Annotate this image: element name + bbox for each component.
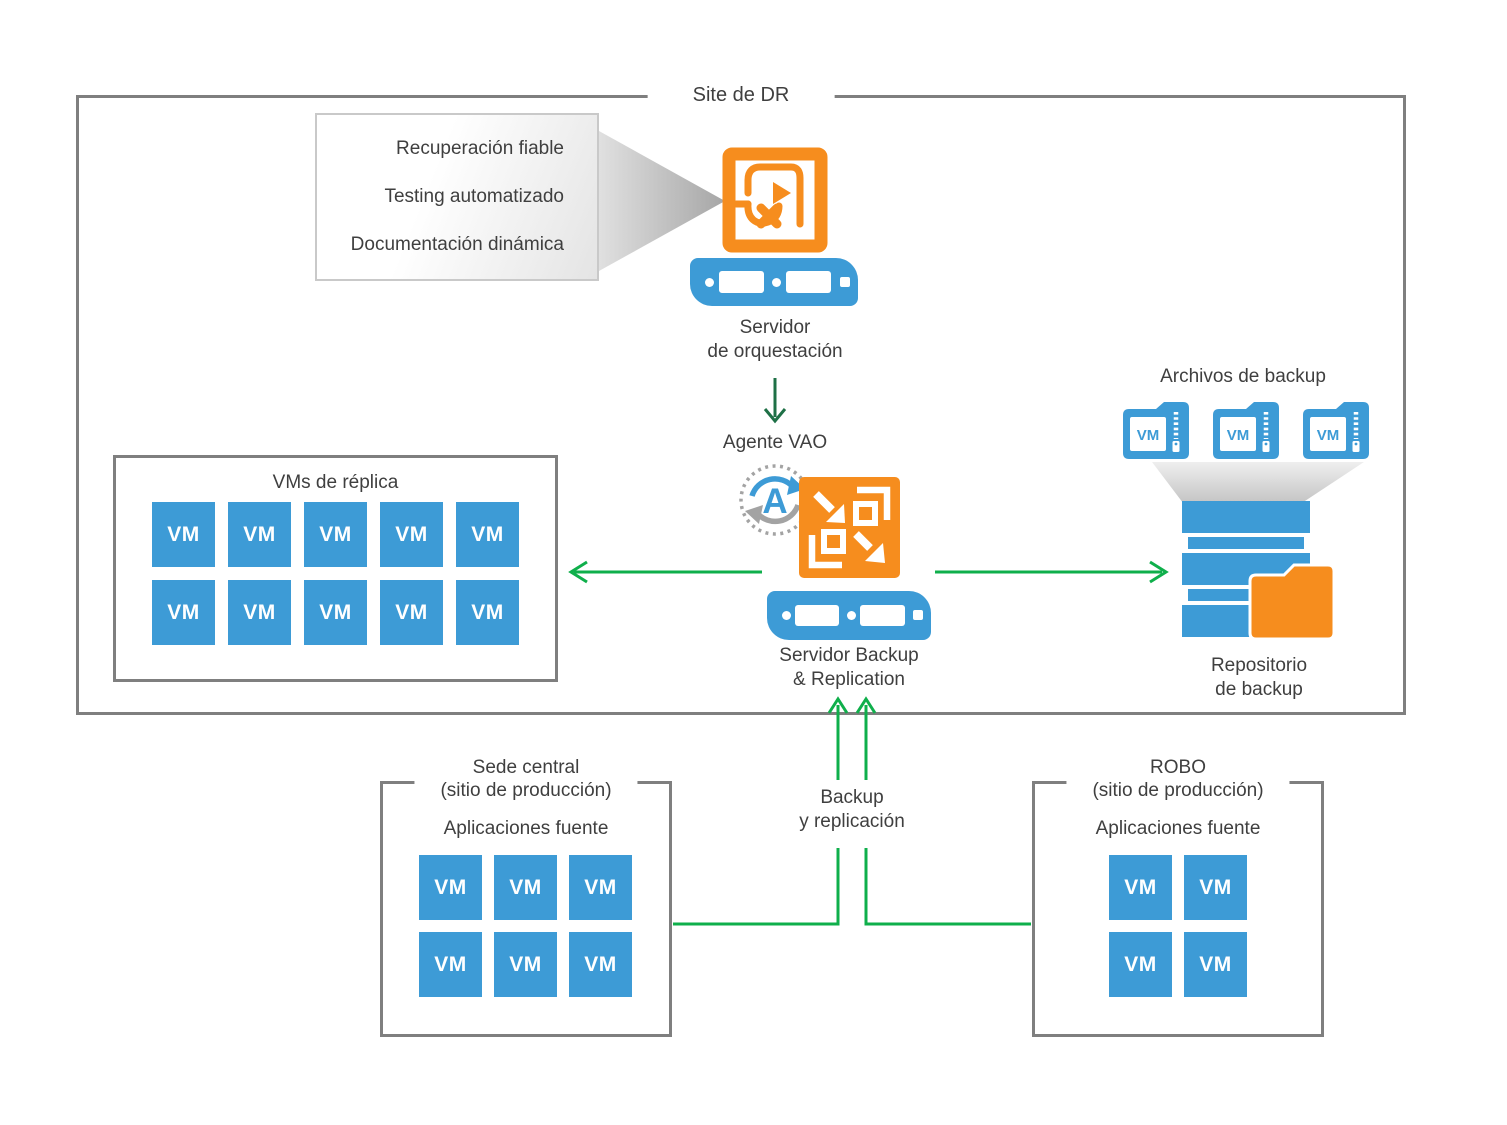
hq-subtitle: Aplicaciones fuente [443,818,609,839]
flow-connector-lines [673,848,1031,926]
callout-item: Documentación dinámica [350,234,564,255]
vm-tile: VM [152,580,215,645]
vm-tile: VM [1184,855,1247,920]
vm-tile: VM [569,855,632,920]
robo-site-box: ROBO (sitio de producción) Aplicaciones … [1032,756,1324,1037]
vm-tile: VM [494,932,557,997]
robo-site-title: ROBO (sitio de producción) [1066,756,1290,802]
vm-tile: VM [494,855,557,920]
runbook-icon [722,147,828,253]
vao-agent-label: Agente VAO [722,432,828,453]
zip-folder-vm-icon: VM [1300,399,1372,462]
hq-site-box: Sede central (sitio de producción) Aplic… [380,756,672,1037]
vm-tile: VM [380,502,443,567]
vm-tile: VM [304,502,367,567]
svg-text:A: A [762,482,787,521]
zip-folder-vm-icon: VM [1120,399,1192,462]
vm-tile: VM [228,502,291,567]
vao-agent-badge-icon: A [733,458,817,542]
hq-site-title: Sede central (sitio de producción) [414,756,638,802]
hq-vm-grid: VM VM VM VM VM VM [419,855,632,997]
repository-label: Repositorio de backup [1210,655,1308,700]
vm-tile: VM [1109,932,1172,997]
robo-subtitle: Aplicaciones fuente [1095,818,1261,839]
callout-item: Recuperación fiable [396,138,564,159]
dr-site-title: Site de DR [647,84,835,107]
server-icon [767,591,931,640]
benefits-callout: Recuperación fiable Testing automatizado… [315,113,599,281]
vm-tile: VM [456,502,519,567]
vm-tile: VM [419,855,482,920]
backup-files-title: Archivos de backup [1160,366,1326,387]
vm-tile: VM [456,580,519,645]
vm-tile: VM [1184,932,1247,997]
svg-text:VM: VM [1137,427,1160,444]
backup-replication-icon [799,477,900,578]
vm-tile: VM [569,932,632,997]
callout-item: Testing automatizado [384,186,564,207]
svg-text:VM: VM [1317,427,1340,444]
folder-icon [1246,559,1338,645]
robo-vm-grid: VM VM VM VM [1109,855,1247,997]
vm-tile: VM [419,932,482,997]
backup-flow-label: Backup y replicación [799,787,905,832]
vm-tile: VM [152,502,215,567]
zip-folder-vm-icon: VM [1210,399,1282,462]
orchestration-server-label: Servidor de orquestación [707,317,843,362]
replica-vm-grid: VM VM VM VM VM VM VM VM VM VM [152,502,519,645]
server-icon [690,258,858,306]
vm-tile: VM [228,580,291,645]
replica-vms-box: VMs de réplica VM VM VM VM VM VM VM VM V… [113,455,558,682]
backup-server-label: Servidor Backup & Replication [779,645,919,690]
replica-vms-title: VMs de réplica [272,472,399,493]
vm-tile: VM [304,580,367,645]
vm-tile: VM [1109,855,1172,920]
svg-text:VM: VM [1227,427,1250,444]
vm-tile: VM [380,580,443,645]
